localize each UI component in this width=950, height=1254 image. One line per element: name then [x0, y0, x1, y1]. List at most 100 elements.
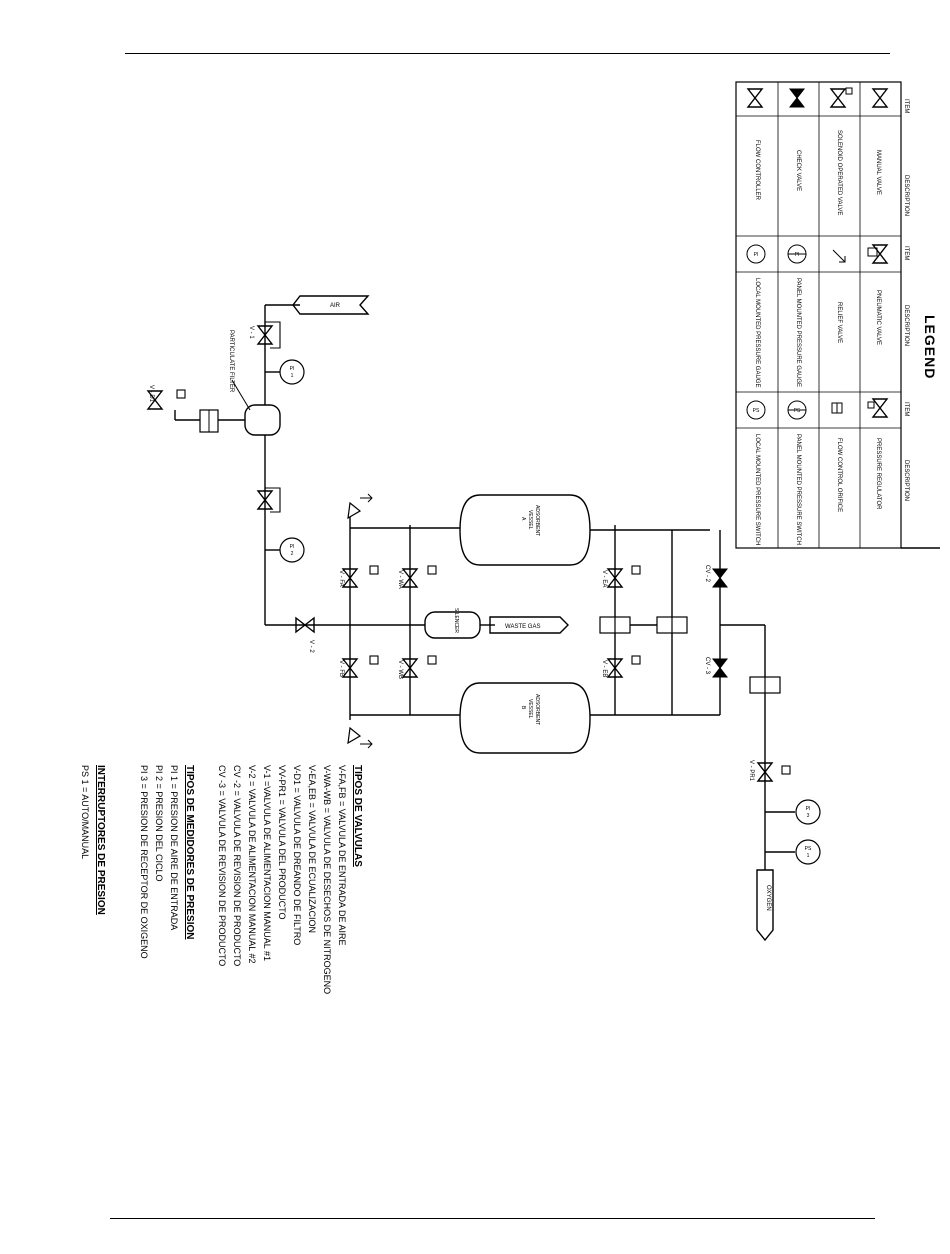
notes-valves-title: TIPOS DE VALVULAS	[352, 765, 363, 867]
legend-table: LEGEND ITEM DESCRIPTION ITEM DESCRIPTION…	[735, 81, 940, 549]
legend-local-gauge-icon	[746, 244, 766, 264]
note-valve-7: V-2 = VALVULA DE ALIMENTACION MANUAL #2	[247, 765, 257, 964]
label-veb: V - EB	[601, 660, 607, 677]
label-cv3: CV - 3	[704, 657, 710, 675]
note-gauge-1: PI 1 = PRESION DE AIRE DE ENTRADA	[169, 765, 179, 930]
label-vessel-b-3: B	[520, 706, 526, 710]
label-air: AIR	[330, 303, 341, 309]
legend-flow-controller-icon	[747, 88, 763, 108]
note-valve-9: CV -3 = VALVULA DE REVISION DE PRODUCTO	[217, 765, 227, 966]
legend-title: LEGEND	[922, 315, 938, 379]
label-vpr1: V - PR1	[748, 760, 754, 782]
notes-gauges-title: TIPOS DE MEDIDORES DE PRESION	[184, 765, 195, 939]
label-silencer: SILENCER	[453, 608, 459, 633]
label-ps1-a: PS	[805, 846, 812, 852]
legend-manual-valve-icon	[872, 88, 888, 108]
label-pi2-a: PI	[290, 544, 295, 550]
gauge-pi1-icon	[279, 359, 305, 385]
label-cv2: CV - 2	[704, 565, 710, 583]
label-v1: V - 1	[248, 326, 254, 339]
label-vfb: V - FB	[338, 660, 344, 677]
legend-panel-pressure-gauge: PANEL MOUNTED PRESSURE GAUGE	[795, 278, 801, 387]
legend-header-item-2: ITEM	[903, 246, 909, 260]
legend-header-item-3: ITEM	[903, 402, 909, 416]
notes-block: TIPOS DE VALVULAS V-FA,FB = VALVULA DE E…	[80, 765, 363, 994]
label-vfa: V - FA	[338, 570, 344, 587]
label-pi1-b: 1	[291, 373, 294, 379]
label-vessel-b-1: ADSORBENT	[534, 694, 540, 725]
svg-text:PI: PI	[754, 252, 759, 258]
label-vessel-a-3: A	[520, 517, 526, 521]
note-valve-2: V-WA-WB = VALVULA DE DESECHOS DE NITROGE…	[322, 765, 332, 994]
gauge-pi3-icon	[795, 799, 821, 825]
gauge-pi2-icon	[279, 537, 305, 563]
legend-header-item: ITEM	[903, 99, 909, 113]
note-valve-4: V-D1 = VALVULA DE DREANDO DE FILTRO	[292, 765, 302, 945]
legend-relief-valve-icon	[832, 249, 846, 263]
label-vessel-a-2: VESSEL	[527, 510, 533, 530]
label-vd1: V - D1	[148, 385, 154, 403]
label-pi1-a: PI	[290, 366, 295, 372]
label-pi2-b: 2	[291, 551, 294, 557]
note-valve-5: VV-PR1 = VALVULA DEL PRODUCTO	[277, 765, 287, 919]
label-vessel-b-2: VESSEL	[527, 699, 533, 719]
header-rule	[125, 53, 890, 54]
piping	[174, 295, 795, 942]
relief-valve-bottom-icon	[347, 726, 362, 745]
legend-local-pressure-gauge: LOCAL MOUNTED PRESSURE GAUGE	[754, 278, 760, 387]
note-valve-3: V-EA,EB = VALVULA DE ECUALIZACION	[307, 765, 317, 933]
legend-solenoid-box-icon	[845, 87, 853, 95]
label-vessel-a-1: ADSORBENT	[534, 505, 540, 536]
switch-ps1-icon	[795, 839, 821, 865]
legend-flow-controller: FLOW CONTROLLER	[754, 140, 760, 201]
legend-flow-control-orifice: FLOW CONTROL ORIFICE	[836, 438, 842, 512]
legend-solenoid-valve: SOLENOID OPERATED VALVE	[836, 130, 842, 215]
check-valve-cv3-icon	[712, 658, 728, 678]
legend-relief-valve: RELIEF VALVE	[836, 302, 842, 343]
svg-text:PS: PS	[753, 408, 760, 414]
legend-header-description-2: DESCRIPTION	[903, 305, 909, 346]
legend-check-valve: CHECK VALVE	[795, 150, 801, 191]
legend-check-valve-icon	[789, 88, 805, 108]
legend-solenoid-valve-icon	[830, 88, 846, 108]
legend-manual-valve: MANUAL VALVE	[875, 150, 881, 195]
check-valve-cv2-icon	[712, 568, 728, 588]
note-switch-1: PS 1 = AUTO/MANUAL	[80, 765, 90, 859]
label-waste-gas: WASTE GAS	[505, 624, 540, 630]
footer-rule	[110, 1218, 875, 1219]
legend-pressure-regulator: PRESSURE REGULATOR	[875, 438, 881, 510]
silencer	[424, 611, 481, 639]
diagram-labels: AIR PARTICULATE FILTER V - D1 V - 1 V - …	[148, 303, 812, 911]
label-pi3-a: PI	[806, 806, 811, 812]
gauges	[279, 359, 821, 865]
vessel-a	[459, 494, 591, 566]
legend-panel-pressure-switch: PANEL MOUNTED PRESSURE SWITCH	[795, 434, 801, 545]
legend-pressure-regulator-icon	[872, 398, 888, 418]
label-vwb: V - WB	[397, 660, 403, 679]
notes-switches-title: INTERRUPTORES DE PRESION	[95, 765, 106, 915]
label-v2: V - 2	[308, 640, 314, 653]
legend-local-switch-icon	[746, 400, 766, 420]
svg-text:PS: PS	[794, 408, 801, 414]
label-vea: V - EA	[601, 570, 607, 587]
label-oxygen: OXYGEN	[765, 885, 771, 911]
legend-header-description: DESCRIPTION	[903, 175, 909, 216]
orifices	[599, 616, 781, 694]
vessel-b	[459, 682, 591, 754]
legend-header-description-3: DESCRIPTION	[903, 460, 909, 501]
particulate-filter	[199, 404, 281, 436]
note-valve-1: V-FA,FB = VALVULA DE ENTRADA DE AIRE	[337, 765, 347, 945]
note-valve-8: CV -2 = VALVULA DE REVISION DE PRODUCTO	[232, 765, 242, 966]
label-vwa: V - WA	[397, 570, 403, 589]
relief-valve-top-icon	[347, 501, 362, 520]
legend-local-pressure-switch: LOCAL MOUNTED PRESSURE SWITCH	[754, 434, 760, 545]
label-ps1-b: 1	[807, 853, 810, 859]
label-pi3-b: 3	[807, 813, 810, 819]
label-particulate-filter: PARTICULATE FILTER	[228, 330, 234, 393]
valves	[147, 321, 791, 782]
svg-text:PI: PI	[795, 252, 800, 258]
legend-pneumatic-valve: PNEUMATIC VALVE	[875, 290, 881, 345]
note-valve-6: V-1 =VALVULA DE ALIMENTACION MANUAL #1	[262, 765, 272, 961]
note-gauge-2: PI 2 = PRESION DEL CICLO	[154, 765, 164, 881]
